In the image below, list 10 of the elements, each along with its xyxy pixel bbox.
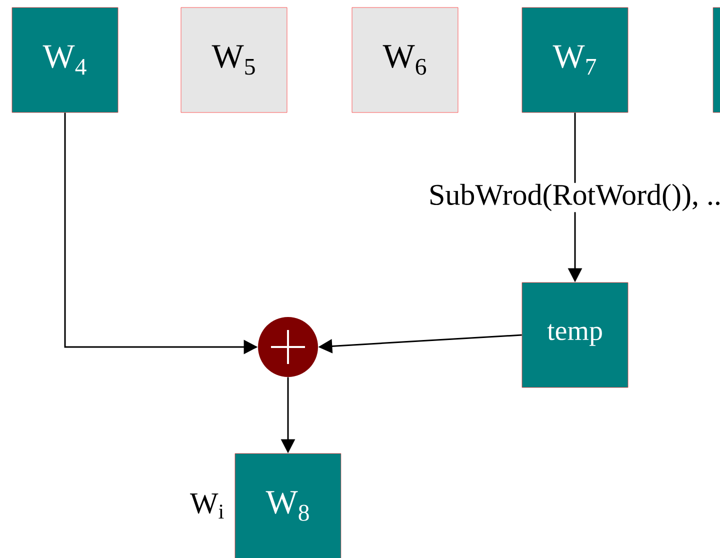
word-box xyxy=(712,7,720,113)
word-box: W$_{8}$ xyxy=(234,453,342,558)
word-box: W$_{7}$ xyxy=(522,7,628,113)
word-box: temp xyxy=(522,282,628,388)
edge-label: SubWrod(RotWord()), .. xyxy=(428,182,720,212)
adder-circle xyxy=(258,317,318,377)
word-box: W$_{6}$ xyxy=(352,7,458,113)
beside-label: W$_{i}$ xyxy=(190,494,224,518)
word-box: W$_{4}$ xyxy=(12,7,118,113)
word-box: W$_{5}$ xyxy=(180,7,288,113)
